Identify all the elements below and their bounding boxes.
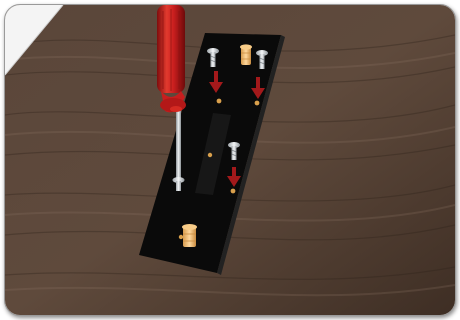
- wall-anchor-icon: [182, 224, 197, 247]
- screwdriver-shaft: [176, 109, 181, 179]
- illustration-frame: [4, 4, 456, 316]
- wall-anchor-icon: [240, 44, 252, 65]
- installation-scene: [5, 5, 455, 315]
